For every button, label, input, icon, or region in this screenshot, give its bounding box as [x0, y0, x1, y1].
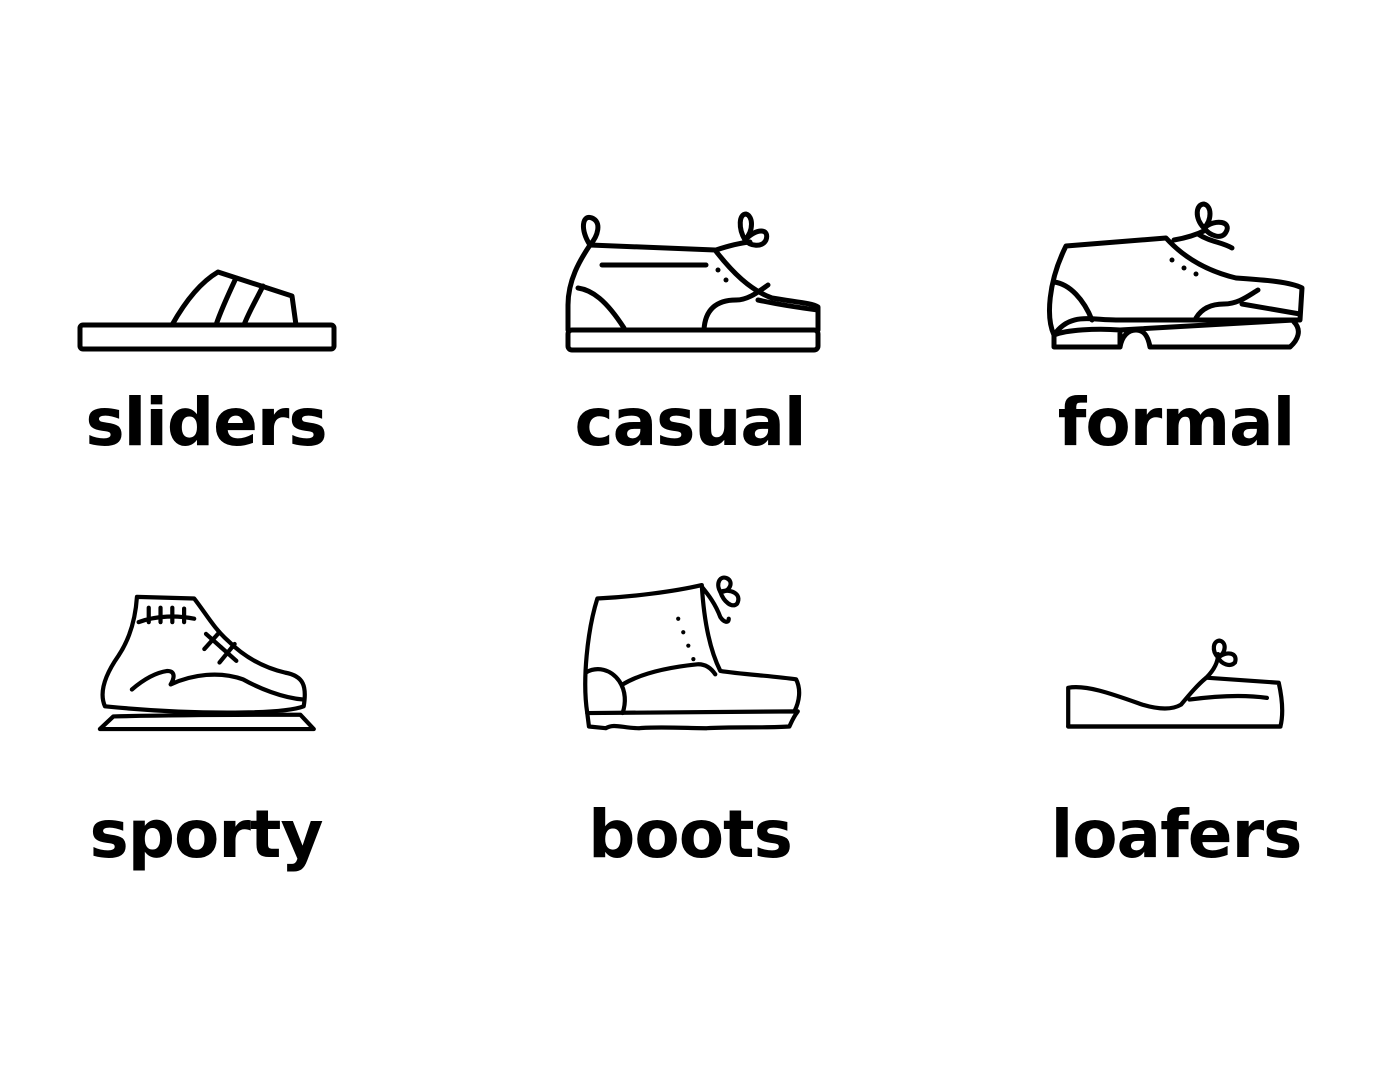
casual-sneaker-icon [565, 211, 821, 353]
category-loafers[interactable]: loafers [1026, 580, 1326, 880]
category-label: casual [574, 384, 806, 461]
category-sporty[interactable]: sporty [56, 580, 356, 880]
boot-icon [583, 575, 802, 731]
category-label: loafers [1050, 796, 1303, 873]
category-sliders[interactable]: sliders [56, 200, 356, 500]
category-label: sporty [89, 796, 324, 873]
category-boots[interactable]: boots [540, 575, 840, 880]
category-label: boots [588, 796, 793, 873]
category-formal[interactable]: formal [1026, 200, 1326, 500]
slider-sandal-icon [77, 269, 337, 352]
formal-shoe-icon [1047, 201, 1305, 350]
loafer-icon [1066, 638, 1285, 729]
category-label: sliders [85, 384, 327, 461]
category-label: formal [1057, 384, 1296, 461]
category-casual[interactable]: casual [540, 200, 840, 500]
sport-sneaker-icon [97, 594, 316, 732]
